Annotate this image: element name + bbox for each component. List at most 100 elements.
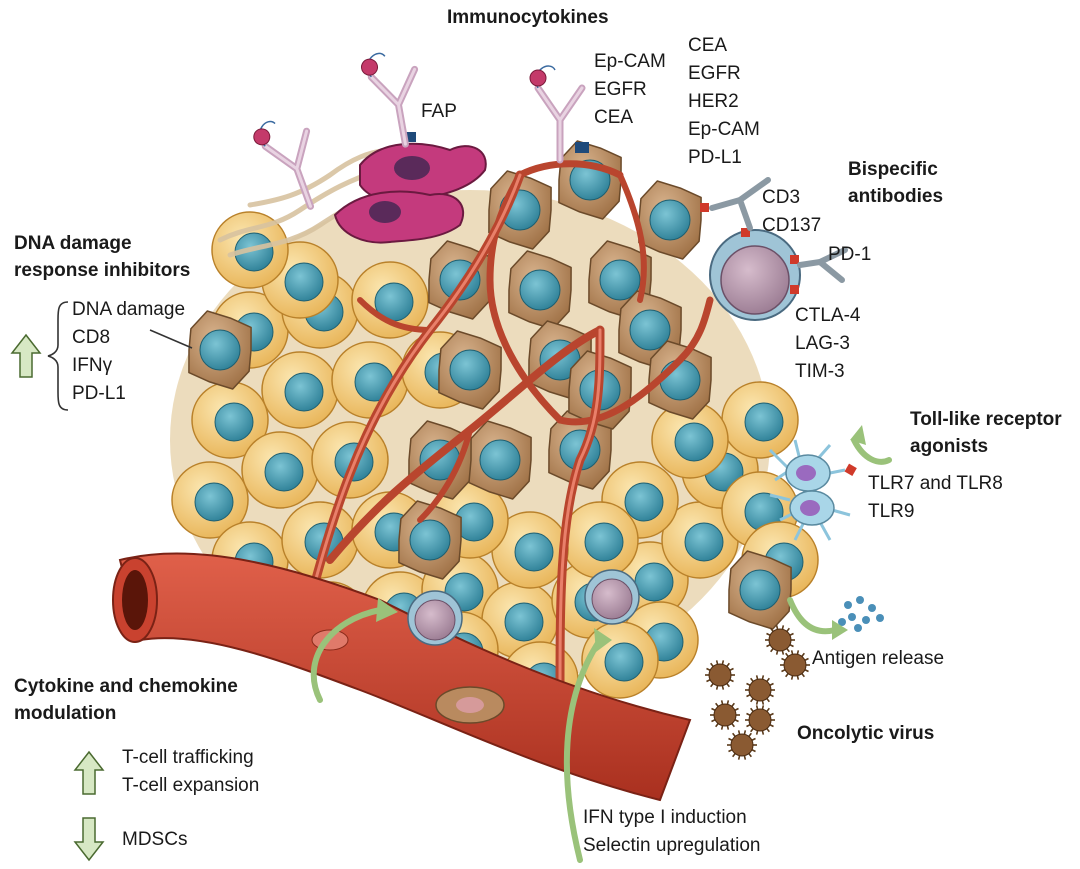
bispecific-target: HER2 <box>688 91 739 112</box>
virus-particle <box>745 675 775 705</box>
t-cell <box>407 590 463 646</box>
virus-particle <box>727 730 757 760</box>
antibody <box>361 52 419 148</box>
tumor-cell <box>561 501 639 579</box>
checkpoint-item: LAG-3 <box>795 333 850 354</box>
fap-receptor <box>402 132 416 142</box>
ddr-effect: CD8 <box>72 327 111 348</box>
bispecific-target: PD-L1 <box>688 147 742 168</box>
ddr-effect: IFNγ <box>72 355 113 376</box>
tumor-cell <box>261 351 339 429</box>
heading-cytokine-line2: modulation <box>14 703 117 724</box>
virus-particle <box>705 660 735 690</box>
down-arrow-icon <box>73 817 105 862</box>
tumor-cell <box>241 431 319 509</box>
heading-ddr-line1: DNA damage <box>14 233 132 254</box>
epcam-receptor <box>575 142 589 153</box>
tumor-cell <box>661 501 739 579</box>
heading-bispecific-line1: Bispecific <box>848 159 938 180</box>
cytokine-down-item: MDSCs <box>122 829 188 850</box>
tumor-cell <box>311 421 389 499</box>
heading-cytokine-line1: Cytokine and chemokine <box>14 676 238 697</box>
heading-bispecific: Bispecific antibodies <box>848 156 943 210</box>
heading-tlr-line2: agonists <box>910 436 989 457</box>
checkpoint-item: CTLA-4 <box>795 305 861 326</box>
t-cell-target: CD3 <box>762 187 801 208</box>
tumor-cell <box>171 461 249 539</box>
cytokine-up-list: T-cell trafficking T-cell expansion <box>122 744 259 800</box>
capillaries-inner <box>298 173 602 702</box>
immunocytokine-target-list: Ep-CAM EGFR CEA <box>594 48 666 132</box>
immunocytokine-antibodies <box>253 52 589 210</box>
heading-ddr-inhibitors: DNA damage response inhibitors <box>14 230 190 284</box>
dendritic-cells <box>768 439 857 541</box>
stromal-cell <box>468 420 532 500</box>
ddr-effect: PD-L1 <box>72 383 126 404</box>
oncolytic-viruses <box>705 625 810 760</box>
cytokine-up-item: T-cell expansion <box>122 775 260 796</box>
t-cell <box>584 569 640 625</box>
immunocytokine-target: Ep-CAM <box>594 51 666 72</box>
stromal-cell <box>558 140 622 220</box>
tumor-cell <box>191 381 269 459</box>
virus-particle <box>765 625 795 655</box>
t-cell-target: CD137 <box>762 215 822 236</box>
stromal-cell <box>508 250 572 330</box>
tumor-cell <box>491 511 569 589</box>
tumor-cell <box>651 401 729 479</box>
heading-tlr-agonists: Toll-like receptor agonists <box>910 406 1062 460</box>
ddr-effect: DNA damage <box>72 299 186 320</box>
antibody <box>529 65 586 164</box>
tumor-cell <box>351 261 429 339</box>
virus-particle <box>745 705 775 735</box>
heading-cytokine-modulation: Cytokine and chemokine modulation <box>14 673 238 727</box>
heading-immunocytokines: Immunocytokines <box>447 7 609 28</box>
immunocytokine-target: EGFR <box>594 79 647 100</box>
antigen-release-label: Antigen release <box>812 648 945 669</box>
extravasating-t-cells <box>407 569 640 646</box>
immunocytokine-target: CEA <box>594 107 634 128</box>
stromal-cell <box>728 550 792 630</box>
stromal-cell <box>618 290 682 370</box>
tumor-cell <box>581 621 659 699</box>
tlr-item: TLR7 and TLR8 <box>868 473 1003 494</box>
stromal-cell <box>188 310 252 390</box>
stromal-cell <box>398 500 462 580</box>
bispecific-target: CEA <box>688 35 728 56</box>
bispecific-target: EGFR <box>688 63 741 84</box>
up-arrow-icon-2 <box>73 750 105 795</box>
tlr-item: TLR9 <box>868 501 915 522</box>
antigen-particles <box>838 596 884 632</box>
fibroblasts <box>333 132 487 244</box>
checkpoint-list: CTLA-4 LAG-3 TIM-3 <box>795 302 860 386</box>
checkpoint-item: TIM-3 <box>795 361 845 382</box>
tumor-cell <box>211 211 289 289</box>
dna-damage-pointer <box>149 329 193 349</box>
virus-particle <box>710 700 740 730</box>
ifn-item: Selectin upregulation <box>583 835 761 856</box>
bispecific-target-list: CEA EGFR HER2 Ep-CAM PD-L1 <box>688 32 760 172</box>
bispecific-target: Ep-CAM <box>688 119 760 140</box>
stromal-cell <box>638 180 702 260</box>
ddr-effect-list: DNA damage CD8 IFNγ PD-L1 <box>72 296 185 408</box>
heading-ddr-line2: response inhibitors <box>14 260 191 281</box>
fap-label: FAP <box>421 101 457 122</box>
ifn-list: IFN type I induction Selectin upregulati… <box>583 804 760 860</box>
antibody <box>253 120 315 210</box>
pd1-label: PD-1 <box>828 244 872 265</box>
tlr-list: TLR7 and TLR8 TLR9 <box>868 470 1003 526</box>
t-cell-target-list: CD3 CD137 <box>762 184 821 240</box>
heading-bispecific-line2: antibodies <box>848 186 944 207</box>
heading-oncolytic-virus: Oncolytic virus <box>797 723 935 744</box>
ifn-item: IFN type I induction <box>583 807 747 828</box>
tumor-cell <box>721 381 799 459</box>
green-arrowheads <box>376 425 866 652</box>
bispecific-t-cell <box>700 177 848 321</box>
heading-tlr-line1: Toll-like receptor <box>910 409 1062 430</box>
ddr-brace <box>47 301 69 411</box>
virus-particle <box>780 650 810 680</box>
stromal-cell <box>438 330 502 410</box>
cytokine-up-item: T-cell trafficking <box>122 747 254 768</box>
